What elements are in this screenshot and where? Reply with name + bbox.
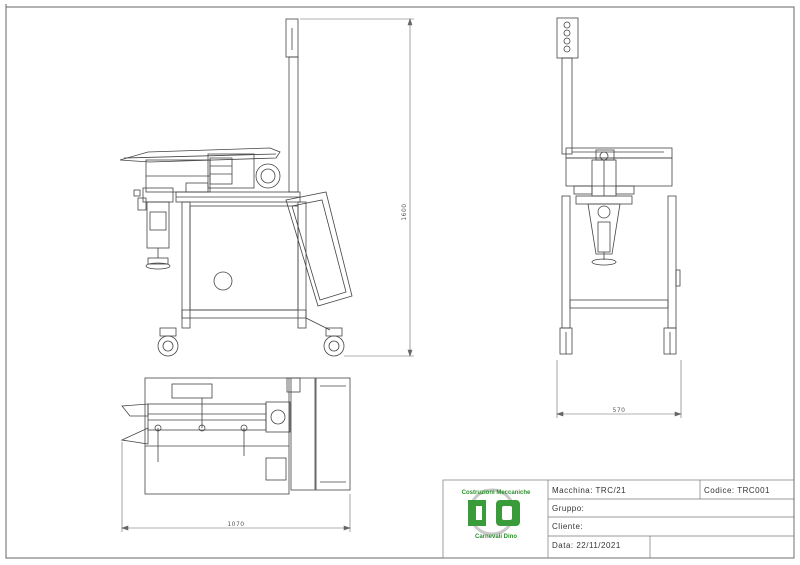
length-dimension-label: 1070 [227,521,244,528]
logo-top-text: Costruzioni Meccaniche [462,490,531,496]
sheet-border [5,6,795,559]
client-field: Cliente: [552,522,584,531]
side-view [119,18,353,357]
code-field: Codice: TRC001 [704,486,770,495]
top-view [120,377,351,495]
height-dimension-label: 1600 [401,203,408,220]
group-field: Gruppo: [552,504,585,513]
depth-dimension-label: 570 [613,407,626,414]
machine-field: Macchina: TRC/21 [552,486,627,495]
depth-dimension [556,360,682,418]
date-field: Data: 22/11/2021 [552,541,621,550]
length-dimension [121,442,351,532]
company-logo: Costruzioni Meccaniche Carnevali Dino [456,484,536,554]
height-dimension [300,18,414,357]
title-block [442,479,795,559]
front-view [556,17,681,355]
logo-bottom-text: Carnevali Dino [475,534,517,540]
